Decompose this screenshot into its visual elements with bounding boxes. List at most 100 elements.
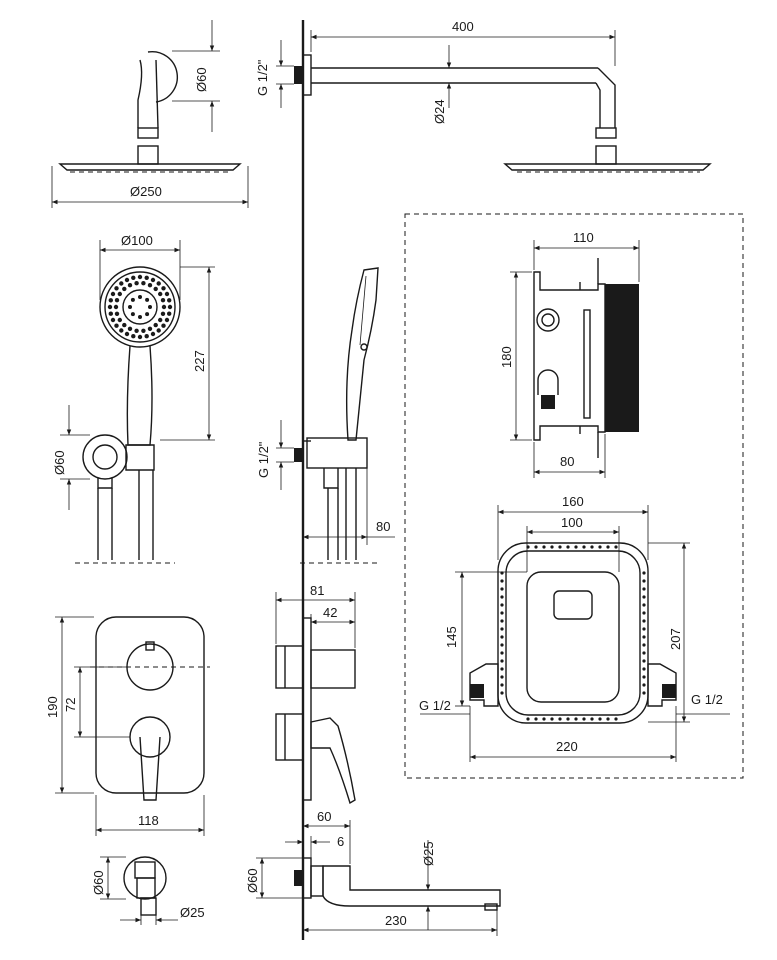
frame-dot	[500, 579, 504, 583]
frame-dot	[500, 659, 504, 663]
spout-flange-label: Ø60	[245, 868, 260, 893]
frame-dot	[534, 545, 538, 549]
nozzle-dot	[150, 277, 156, 283]
frame-dot	[566, 545, 570, 549]
frame-dot	[500, 691, 504, 695]
nozzle-dot	[147, 326, 153, 331]
nozzle-dot	[148, 305, 152, 309]
dim-holder-projection: 80	[303, 468, 395, 545]
concealed-box-side-view	[533, 258, 639, 458]
hand-head-diameter-label: Ø100	[121, 233, 153, 248]
dim-frame-full-height: 207	[648, 542, 690, 723]
nozzle-dot	[158, 291, 163, 297]
nozzle-dot	[107, 304, 113, 310]
dim-spout-end-diameter: Ø60	[91, 856, 126, 900]
frame-dot	[542, 545, 546, 549]
spout-side-view	[294, 857, 501, 911]
nozzle-dot	[117, 291, 123, 297]
dim-frame-span: 220	[469, 706, 677, 762]
nozzle-dot	[158, 317, 163, 323]
nozzle-dot	[164, 317, 170, 323]
frame-dot	[642, 659, 646, 663]
concealed-body-frame	[404, 213, 744, 779]
nozzle-dot	[156, 328, 161, 333]
frame-dot	[500, 675, 504, 679]
knob-offset-label: 72	[63, 698, 78, 712]
nozzle-dot	[110, 317, 116, 323]
nozzle-dot	[147, 283, 153, 288]
nozzle-dot	[164, 291, 170, 297]
frame-dot	[642, 643, 646, 647]
frame-inner-width-label: 100	[561, 515, 583, 530]
frame-dot	[582, 545, 586, 549]
nozzle-dot	[131, 334, 136, 339]
nozzle-dot	[167, 304, 173, 310]
dim-spout-flange: Ø60	[245, 857, 303, 899]
frame-dot	[606, 545, 610, 549]
plate-width-label: 118	[138, 813, 159, 828]
spout-pipe-diameter-label: Ø25	[180, 905, 205, 920]
holder-thread-label: G 1/2"	[256, 441, 271, 478]
flange-diameter-label: Ø60	[194, 67, 209, 92]
dim-mixer-depth: 81	[275, 583, 356, 648]
nozzle-dot	[138, 315, 142, 319]
frame-dot	[558, 545, 562, 549]
frame-dot	[606, 717, 610, 721]
dim-spout-plate: 6	[285, 834, 344, 858]
nozzle-dot	[167, 311, 172, 316]
spout-projection-label: 60	[317, 809, 331, 824]
nozzle-dot	[124, 277, 130, 283]
arm-thread-label: G 1/2"	[255, 59, 270, 96]
spout-front-view	[123, 856, 167, 916]
frame-dot	[566, 717, 570, 721]
nozzle-dot	[145, 297, 150, 302]
shower-arm-side-view	[294, 54, 712, 173]
arm-diameter-label: Ø24	[432, 99, 447, 124]
nozzle-dot	[150, 331, 156, 337]
frame-dot	[500, 611, 504, 615]
hand-shower-front-view	[75, 266, 181, 564]
dim-frame-width: 160	[497, 494, 649, 560]
nozzle-dot	[153, 322, 158, 328]
nozzle-dot	[119, 281, 124, 286]
nozzle-dot	[114, 298, 120, 303]
nozzle-dot	[145, 312, 150, 317]
nozzle-dot	[114, 323, 119, 328]
dim-box-width: 110	[533, 230, 640, 282]
nozzle-dot	[161, 323, 166, 328]
frame-dot	[500, 587, 504, 591]
frame-dot	[642, 603, 646, 607]
dim-holder-diameter: Ø60	[52, 405, 90, 510]
frame-dot	[550, 545, 554, 549]
plate-height-label: 190	[45, 696, 60, 718]
dim-thread-right: G 1/2	[676, 692, 730, 715]
dim-spout-diameter: Ø25	[421, 840, 436, 930]
frame-dot	[574, 717, 578, 721]
mixer-side-view	[275, 617, 356, 805]
dim-box-height: 180	[499, 271, 532, 441]
knob-depth-label: 42	[323, 605, 337, 620]
nozzle-dot	[124, 331, 130, 337]
frame-dot	[558, 717, 562, 721]
holder-projection-label: 80	[376, 519, 390, 534]
nozzle-dot	[110, 291, 116, 297]
dim-arm-length: 400	[310, 19, 616, 66]
spout-end-diameter-label: Ø60	[91, 870, 106, 895]
dim-spout-pipe-diameter: Ø25	[120, 905, 205, 925]
frame-dot	[642, 667, 646, 671]
dim-head-diameter: Ø250	[51, 166, 249, 208]
frame-dot	[598, 545, 602, 549]
nozzle-dot	[161, 304, 167, 310]
nozzle-dot	[127, 326, 133, 331]
nozzle-dot	[141, 281, 146, 286]
dim-frame-height: 145	[444, 571, 527, 707]
frame-dot	[582, 717, 586, 721]
nozzle-dot	[138, 295, 142, 299]
dim-holder-thread: G 1/2"	[256, 420, 294, 490]
dim-hand-head-diameter: Ø100	[99, 233, 181, 300]
nozzle-dot	[108, 311, 114, 316]
nozzle-dot	[113, 304, 119, 310]
nozzle-dot	[108, 298, 114, 303]
frame-dot	[500, 667, 504, 671]
